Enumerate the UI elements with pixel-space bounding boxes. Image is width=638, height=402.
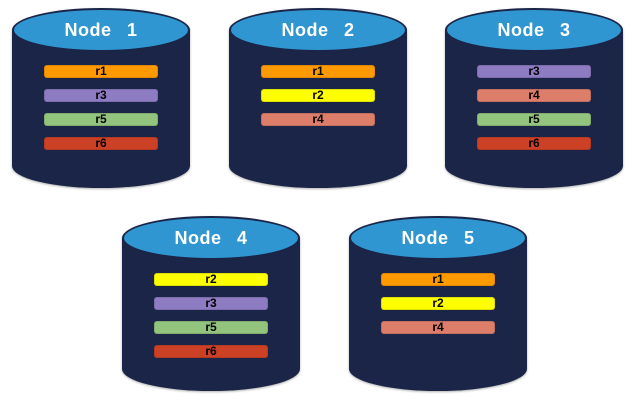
node-title: Node 1 xyxy=(64,19,138,40)
node-title: Node 5 xyxy=(401,227,475,248)
replica-list: r1 r2 r4 xyxy=(261,65,375,126)
replica-list: r2 r3 r5 r6 xyxy=(154,273,268,358)
replica-bar: r6 xyxy=(154,345,268,358)
replica-bar: r5 xyxy=(154,321,268,334)
replica-bar: r6 xyxy=(477,137,591,150)
node-4-cylinder: Node 4 r2 r3 r5 r6 xyxy=(122,216,300,391)
replica-bar: r4 xyxy=(261,113,375,126)
replica-bar: r1 xyxy=(261,65,375,78)
replica-bar: r5 xyxy=(477,113,591,126)
replica-bar: r2 xyxy=(381,297,495,310)
node-title: Node 2 xyxy=(281,19,355,40)
node-2-cylinder: Node 2 r1 r2 r4 xyxy=(229,8,407,188)
replica-bar: r1 xyxy=(381,273,495,286)
cylinder-top: Node 3 xyxy=(445,8,623,52)
node-5-cylinder: Node 5 r1 r2 r4 xyxy=(349,216,527,391)
cylinder-top: Node 4 xyxy=(122,216,300,260)
cylinder-body xyxy=(445,30,623,188)
replica-bar: r1 xyxy=(44,65,158,78)
replica-bar: r5 xyxy=(44,113,158,126)
replica-list: r1 r2 r4 xyxy=(381,273,495,334)
replica-bar: r2 xyxy=(154,273,268,286)
node-title: Node 3 xyxy=(497,19,571,40)
cylinder-top: Node 2 xyxy=(229,8,407,52)
replica-bar: r3 xyxy=(154,297,268,310)
replica-bar: r4 xyxy=(381,321,495,334)
replica-bar: r6 xyxy=(44,137,158,150)
node-1-cylinder: Node 1 r1 r3 r5 r6 xyxy=(12,8,190,188)
cylinder-top: Node 1 xyxy=(12,8,190,52)
replica-bar: r3 xyxy=(44,89,158,102)
replica-list: r1 r3 r5 r6 xyxy=(44,65,158,150)
replica-bar: r4 xyxy=(477,89,591,102)
node-3-cylinder: Node 3 r3 r4 r5 r6 xyxy=(445,8,623,188)
cylinder-body xyxy=(122,238,300,391)
replica-bar: r2 xyxy=(261,89,375,102)
cylinder-top: Node 5 xyxy=(349,216,527,260)
node-title: Node 4 xyxy=(174,227,248,248)
cylinder-body xyxy=(12,30,190,188)
replica-bar: r3 xyxy=(477,65,591,78)
cylinder-body xyxy=(349,238,527,391)
replica-list: r3 r4 r5 r6 xyxy=(477,65,591,150)
cylinder-body xyxy=(229,30,407,188)
